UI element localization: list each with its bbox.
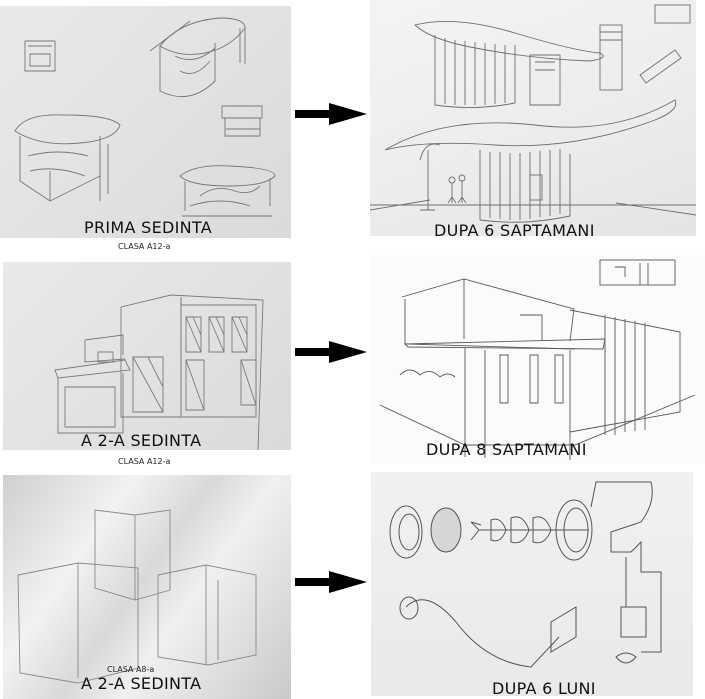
row3-after-caption: DUPA 6 LUNI	[492, 679, 596, 697]
row1-before-caption: PRIMA SEDINTA	[84, 218, 212, 237]
right-arrow-icon	[295, 103, 367, 125]
box-house-sketch-illustration	[54, 294, 264, 450]
before-drawing-row1: PRIMA SEDINTA	[0, 6, 291, 238]
row3-before-caption: A 2-A SEDINTA	[81, 674, 202, 693]
cube-sketches-illustration	[17, 509, 257, 684]
after-drawing-row3: DUPA 6 LUNI	[371, 472, 693, 696]
pavilion-sketches-illustration	[14, 17, 276, 217]
row3-class-label: CLASA A8-a	[107, 665, 155, 674]
before-drawing-row3: A 2-A SEDINTA CLASA A8-a	[3, 475, 291, 699]
row1-class-label: CLASA A12-a	[118, 242, 171, 251]
curved-pavilion-illustration	[370, 4, 696, 223]
after-drawing-row1: DUPA 6 SAPTAMANI	[370, 0, 696, 236]
row2-class-label: CLASA A12-a	[118, 457, 171, 466]
modern-house-perspective-illustration	[379, 259, 696, 460]
before-drawing-row2: A 2-A SEDINTA	[3, 262, 291, 450]
meat-grinder-illustration	[389, 481, 662, 668]
row2-after-caption: DUPA 8 SAPTAMANI	[426, 440, 587, 459]
right-arrow-icon	[295, 341, 367, 363]
after-drawing-row2: DUPA 8 SAPTAMANI	[370, 255, 705, 463]
right-arrow-icon	[295, 571, 367, 593]
row1-after-caption: DUPA 6 SAPTAMANI	[434, 221, 595, 237]
row2-before-caption: A 2-A SEDINTA	[81, 431, 202, 450]
